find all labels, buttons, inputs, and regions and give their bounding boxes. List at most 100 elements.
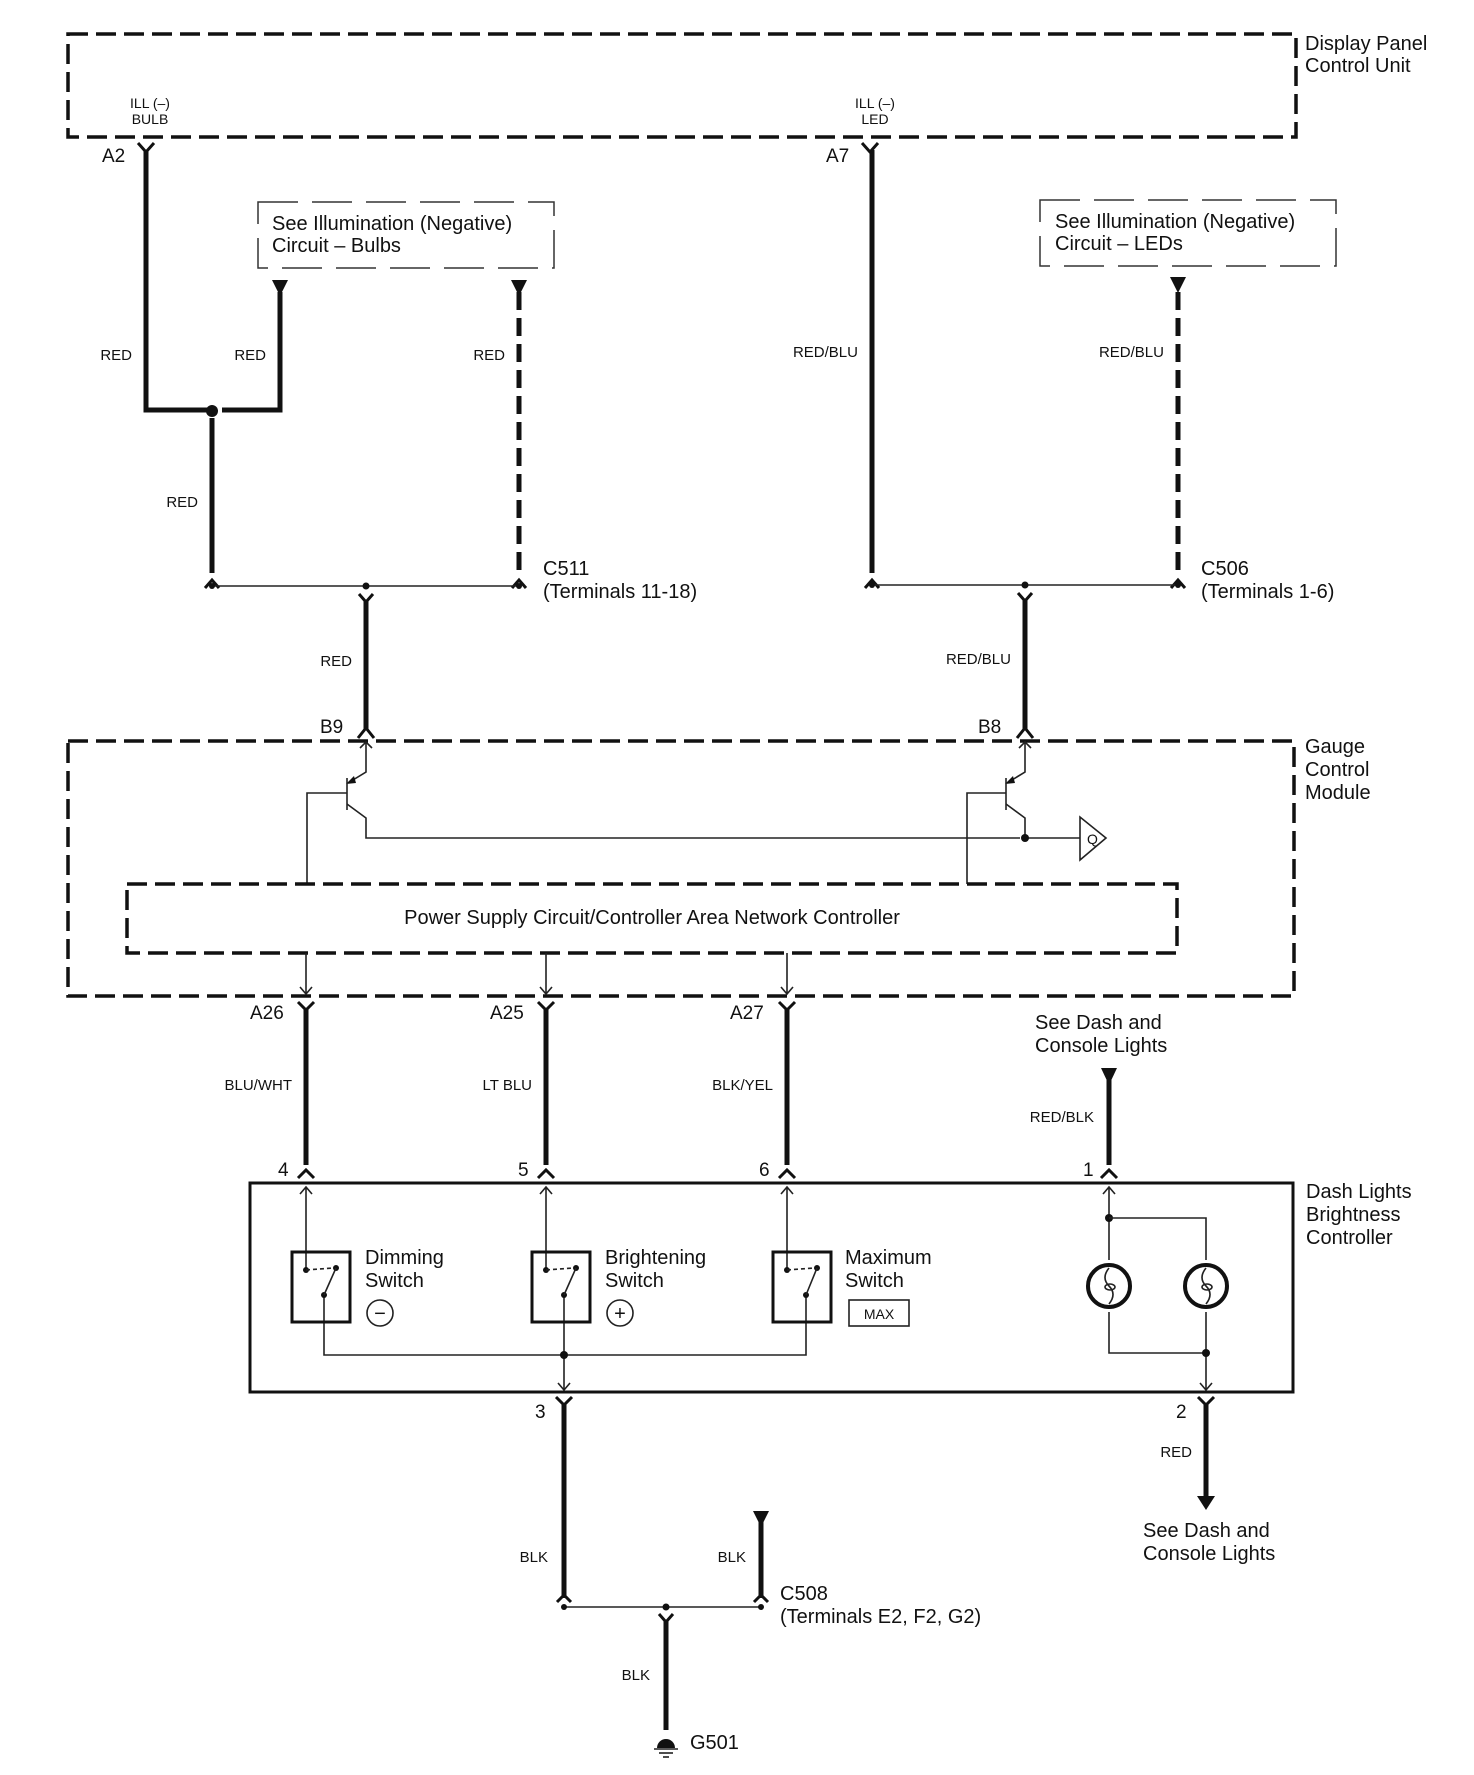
ref-dash-in-line2: Console Lights [1035, 1035, 1167, 1057]
gauge-module-name-2: Control [1305, 759, 1369, 781]
pin-b9: B9 [320, 717, 343, 738]
maximum-switch: Maximum Switch MAX [771, 1247, 932, 1327]
connector-c508-terminals: (Terminals E2, F2, G2) [780, 1606, 981, 1628]
display-panel-name: Display Panel [1305, 33, 1427, 55]
pin-2: 2 [1176, 1402, 1187, 1423]
pin-a7: A7 [826, 146, 849, 167]
wire-label: RED [473, 347, 505, 364]
switch-icon [530, 1250, 592, 1324]
wire-label: RED/BLU [1099, 344, 1164, 361]
svg-text:MAX: MAX [864, 1306, 895, 1322]
ref-arrow-icon [1101, 1068, 1117, 1085]
display-panel-control-unit: Display Panel Control Unit ILL (–) BULB … [66, 32, 1427, 139]
connector-b9-icon [356, 725, 376, 739]
gauge-module-name-3: Module [1305, 782, 1371, 804]
display-panel-box [66, 32, 1298, 139]
ground-icon [654, 1739, 678, 1758]
connector-c511-terminals: (Terminals 11-18) [543, 581, 697, 603]
svg-text:−: − [374, 1303, 386, 1325]
ref-leds-line1: See Illumination (Negative) [1055, 211, 1295, 233]
connector-c506-name: C506 [1201, 558, 1249, 580]
connector-c508: C508 (Terminals E2, F2, G2) [555, 1583, 981, 1628]
ref-dash-in-line1: See Dash and [1035, 1012, 1162, 1034]
wires-switch-inputs: BLU/WHT LT BLU BLK/YEL [225, 1000, 797, 1180]
dimming-switch-label: Dimming [365, 1247, 444, 1269]
pin-a27: A27 [730, 1003, 764, 1024]
max-badge [848, 1299, 910, 1327]
minus-icon [366, 1299, 394, 1327]
ref-dash-out-line1: See Dash and [1143, 1520, 1270, 1542]
splice-dot [206, 405, 218, 417]
wire-label: RED/BLU [793, 344, 858, 361]
transistor-right-icon [966, 740, 1080, 884]
controller-box [248, 1181, 1295, 1394]
ill-bulb-label: ILL (–) [130, 95, 170, 111]
plus-icon [606, 1299, 634, 1327]
wire-label: BLK [520, 1549, 548, 1566]
ref-arrow-icon [272, 280, 288, 296]
ground-g501-label: G501 [690, 1732, 739, 1754]
wire-label: BLK [622, 1667, 650, 1684]
gauge-module-name: Gauge [1305, 736, 1365, 758]
transistor-left-icon [306, 740, 1020, 884]
ref-illumination-leds: See Illumination (Negative) Circuit – LE… [1039, 199, 1337, 267]
display-panel-name-2: Control Unit [1305, 55, 1411, 77]
dimming-switch-label-2: Switch [365, 1270, 424, 1292]
gauge-control-module: Gauge Control Module Q Powe [66, 736, 1371, 998]
wire-label: RED [166, 494, 198, 511]
ref-illumination-bulbs: See Illumination (Negative) Circuit – Bu… [257, 201, 555, 269]
wire-label: BLK [718, 1549, 746, 1566]
wire-label: RED/BLU [946, 651, 1011, 668]
ref-bulbs-line2: Circuit – Bulbs [272, 235, 401, 257]
connector-c506-terminals: (Terminals 1-6) [1201, 581, 1334, 603]
bulb-icon [1086, 1263, 1132, 1309]
ill-bulb-label-2: BULB [132, 111, 169, 127]
connector-c508-name: C508 [780, 1583, 828, 1605]
connector-c511: C511 (Terminals 11-18) [203, 558, 697, 605]
wire-label: RED [100, 347, 132, 364]
ref-arrow-icon [511, 280, 527, 296]
pin-a25: A25 [490, 1003, 524, 1024]
output-buffer-label: Q [1087, 831, 1098, 847]
brightening-switch-label-2: Switch [605, 1270, 664, 1292]
maximum-switch-label: Maximum [845, 1247, 932, 1269]
switch-icon [771, 1250, 833, 1324]
brightening-switch-label: Brightening [605, 1247, 706, 1269]
pin-5: 5 [518, 1160, 529, 1181]
connector-c506: C506 (Terminals 1-6) [863, 558, 1334, 604]
brightening-switch: Brightening Switch + [530, 1247, 706, 1327]
pin-a2: A2 [102, 146, 125, 167]
gauge-module-box [66, 739, 1296, 998]
ill-led-label-2: LED [861, 111, 888, 127]
controller-name-2: Brightness [1306, 1204, 1401, 1226]
wire-label: RED [320, 653, 352, 670]
ref-dash-out-line2: Console Lights [1143, 1543, 1275, 1565]
switch-icon [290, 1250, 352, 1324]
ref-leds-line2: Circuit – LEDs [1055, 233, 1183, 255]
wire-label: RED/BLK [1030, 1109, 1094, 1126]
pin-3: 3 [535, 1402, 546, 1423]
power-supply-can-block [125, 882, 1179, 955]
output-buffer-icon: Q [1079, 815, 1108, 862]
dimming-switch: Dimming Switch − [290, 1247, 444, 1327]
pin-6: 6 [759, 1160, 770, 1181]
connector-c511-name: C511 [543, 558, 589, 580]
controller-name-3: Controller [1306, 1227, 1393, 1249]
connector-b8-icon [1015, 725, 1035, 739]
arrow-down-icon [1197, 1496, 1215, 1510]
pin-4: 4 [278, 1160, 289, 1181]
pin-a26: A26 [250, 1003, 284, 1024]
pin-1: 1 [1083, 1160, 1094, 1181]
wire-label: BLK/YEL [712, 1077, 773, 1094]
svg-text:+: + [614, 1303, 626, 1325]
ref-bulbs-line1: See Illumination (Negative) [272, 213, 512, 235]
ref-arrow-icon [753, 1511, 769, 1527]
maximum-switch-label-2: Switch [845, 1270, 904, 1292]
wire-label: RED [1160, 1444, 1192, 1461]
ill-led-label: ILL (–) [855, 95, 895, 111]
wire-label: BLU/WHT [225, 1077, 293, 1094]
wire-label: LT BLU [483, 1077, 532, 1094]
wire-label: RED [234, 347, 266, 364]
pin-b8: B8 [978, 717, 1001, 738]
